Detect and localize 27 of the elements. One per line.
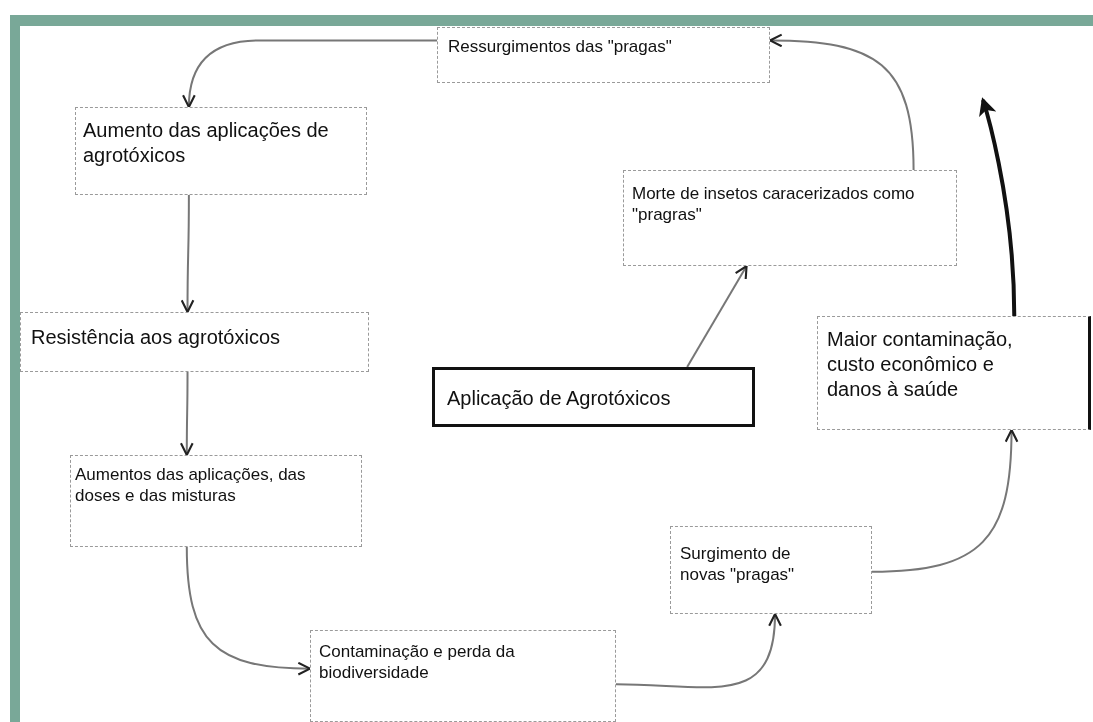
box-text: Aumento das aplicações de agrotóxicos: [83, 118, 330, 168]
process-box: [432, 367, 755, 427]
box-text: Surgimento de novas "pragas": [680, 543, 796, 586]
arrow: [768, 33, 915, 171]
box-text: Morte de insetos caracerizados como "pragras": [632, 183, 916, 226]
arrow: [180, 194, 195, 314]
arrow: [686, 264, 748, 368]
box-text: Resistência aos agrotóxicos: [31, 325, 281, 350]
box-text: Aplicação de Agrotóxicos: [447, 386, 672, 411]
arrow: [182, 39, 438, 109]
box-text: Ressurgimentos das "pragas": [448, 36, 673, 58]
process-box: [310, 630, 616, 722]
box-text: Contaminação e perda da biodiversidade: [319, 641, 516, 684]
process-box: [20, 312, 369, 372]
arrow: [179, 371, 194, 457]
box-text: Maior contaminação, custo econômico e danos à saúde: [827, 327, 1014, 402]
process-box: [670, 526, 872, 614]
process-box: [70, 455, 362, 547]
process-box: [623, 170, 957, 266]
box-text: Aumentos das aplicações, das doses e das misturas: [75, 464, 307, 507]
arrow: [871, 428, 1019, 573]
process-box: [437, 27, 770, 83]
arrow: [185, 546, 312, 676]
process-box: [817, 316, 1091, 430]
process-box: [75, 107, 367, 195]
arrow: [978, 97, 1017, 317]
arrow: [615, 612, 782, 689]
